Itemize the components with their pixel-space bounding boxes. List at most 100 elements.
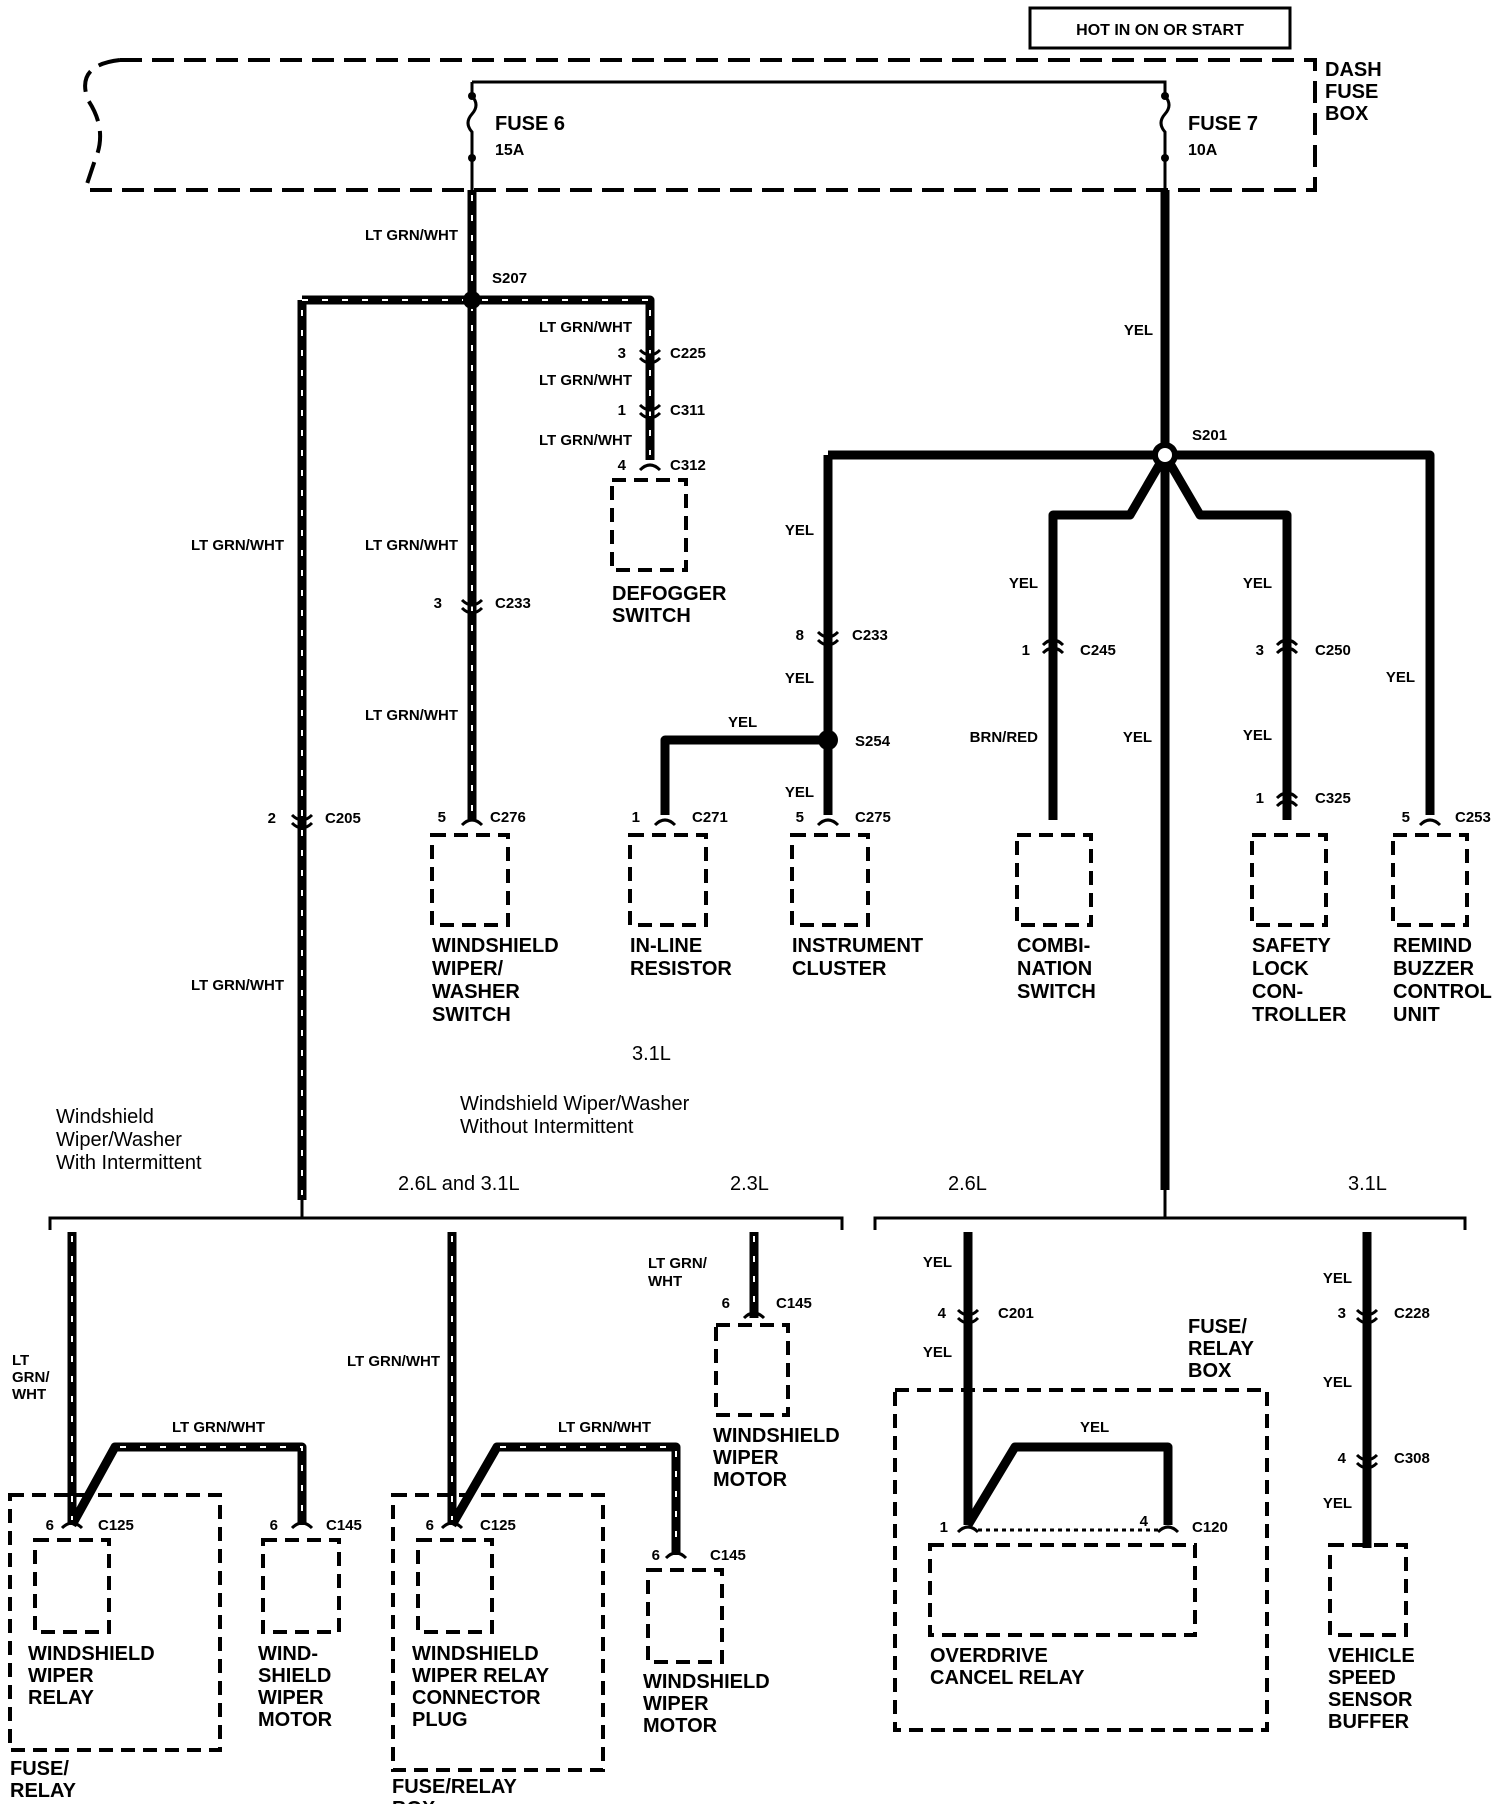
svg-text:3: 3 [434,595,442,612]
connector-c201 [956,1308,980,1325]
instrument-cluster-box [790,833,870,927]
connector-c271 [653,818,677,827]
connector-c201-label: C201 [998,1305,1034,1322]
wiper-relay-box [33,1538,111,1634]
combination-switch-box [1015,833,1093,927]
engine-31-label-top: 3.1L [632,1043,671,1065]
connector-c120-pin1 [956,1525,980,1534]
connector-c233-b [816,630,840,647]
fuse-relay-box-a-outline [8,1493,222,1752]
connector-c205 [290,813,314,830]
fuse-7-symbol [1159,95,1171,158]
lower-yel-wires [963,1232,1372,1548]
wiper-washer-switch-box [430,833,510,927]
hot-label: HOT IN ON OR START [1076,22,1244,39]
wiper-motor-b-box [646,1568,724,1664]
connector-c125-a [60,1521,84,1530]
engine-23-label: 2.3L [730,1173,769,1195]
svg-text:1: 1 [940,1519,948,1536]
svg-text:YEL: YEL [1009,575,1038,592]
connector-c225 [638,348,662,365]
inline-resistor-box [628,833,708,927]
connector-c145-b [664,1551,688,1560]
connector-c311 [638,403,662,420]
connector-c145-c-label: C145 [776,1295,812,1312]
fuse-6-symbol [466,95,478,158]
svg-text:4: 4 [618,457,627,474]
fuse-6-rating: 15A [495,142,525,159]
svg-text:LT GRN/WHT: LT GRN/WHT [539,372,632,389]
connector-c325-label: C325 [1315,790,1351,807]
connector-c233-a [460,598,484,615]
svg-text:YEL: YEL [785,522,814,539]
svg-text:6: 6 [652,1547,660,1564]
connector-c276 [460,818,484,827]
splice-s207 [463,291,481,309]
lower-lt-grn-wht-wires [67,1232,759,1555]
connector-c145-a [290,1521,314,1530]
connector-c311-label: C311 [670,402,705,419]
svg-text:YEL: YEL [923,1344,952,1361]
fuse-relay-box-c-outline [893,1388,1269,1732]
top-bus [472,80,1167,96]
connector-c250-label: C250 [1315,642,1351,659]
connector-c308 [1355,1453,1379,1470]
svg-text:LT GRN/WHT: LT GRN/WHT [365,537,458,554]
connector-c275 [816,818,840,827]
svg-text:6: 6 [270,1517,278,1534]
connector-c228-label: C228 [1394,1305,1430,1322]
connector-c271-label: C271 [692,809,728,826]
connector-c145-c [742,1311,766,1320]
connector-c145-b-label: C145 [710,1547,746,1564]
vss-buffer-box [1328,1543,1408,1637]
svg-text:3: 3 [1256,642,1264,659]
connector-c233-a-label: C233 [495,595,531,612]
wire-color-label: LT GRN/WHT [365,227,458,244]
wiper-relay-plug-box [416,1538,494,1634]
svg-text:3: 3 [618,345,626,362]
connector-c145-a-label: C145 [326,1517,362,1534]
connector-c205-label: C205 [325,810,361,827]
svg-text:YEL: YEL [1323,1270,1352,1287]
hot-label-box [1028,6,1292,50]
connector-c245 [1041,638,1065,655]
yel-circuit [660,190,1435,1190]
connector-c325 [1275,791,1299,808]
fuse-7-rating: 10A [1188,142,1218,159]
svg-text:LT GRN/WHT: LT GRN/WHT [365,707,458,724]
connector-c276-label: C276 [490,809,526,826]
svg-text:YEL: YEL [1243,575,1272,592]
splice-s254-label: S254 [855,733,891,750]
svg-text:YEL: YEL [1323,1374,1352,1391]
svg-text:6: 6 [426,1517,434,1534]
engine-26-31-label: 2.6L and 3.1L [398,1173,520,1195]
option-bracket-left [48,1200,844,1230]
svg-text:LT GRN/WHT: LT GRN/WHT [539,319,632,336]
svg-text:YEL: YEL [1386,669,1415,686]
svg-text:5: 5 [796,809,804,826]
svg-text:YEL: YEL [1124,322,1153,339]
svg-text:LT GRN/WHT: LT GRN/WHT [172,1419,265,1436]
engine-31-label: 3.1L [1348,1173,1387,1195]
remind-buzzer-box [1391,833,1469,927]
connector-c250 [1275,638,1299,655]
svg-text:YEL: YEL [1123,729,1152,746]
svg-text:YEL: YEL [1243,727,1272,744]
svg-text:YEL: YEL [785,784,814,801]
svg-text:YEL: YEL [1080,1419,1109,1436]
connector-c125-b [440,1521,464,1530]
fuse-7-name: FUSE 7 [1188,113,1258,135]
connector-c125-b-label: C125 [480,1517,516,1534]
